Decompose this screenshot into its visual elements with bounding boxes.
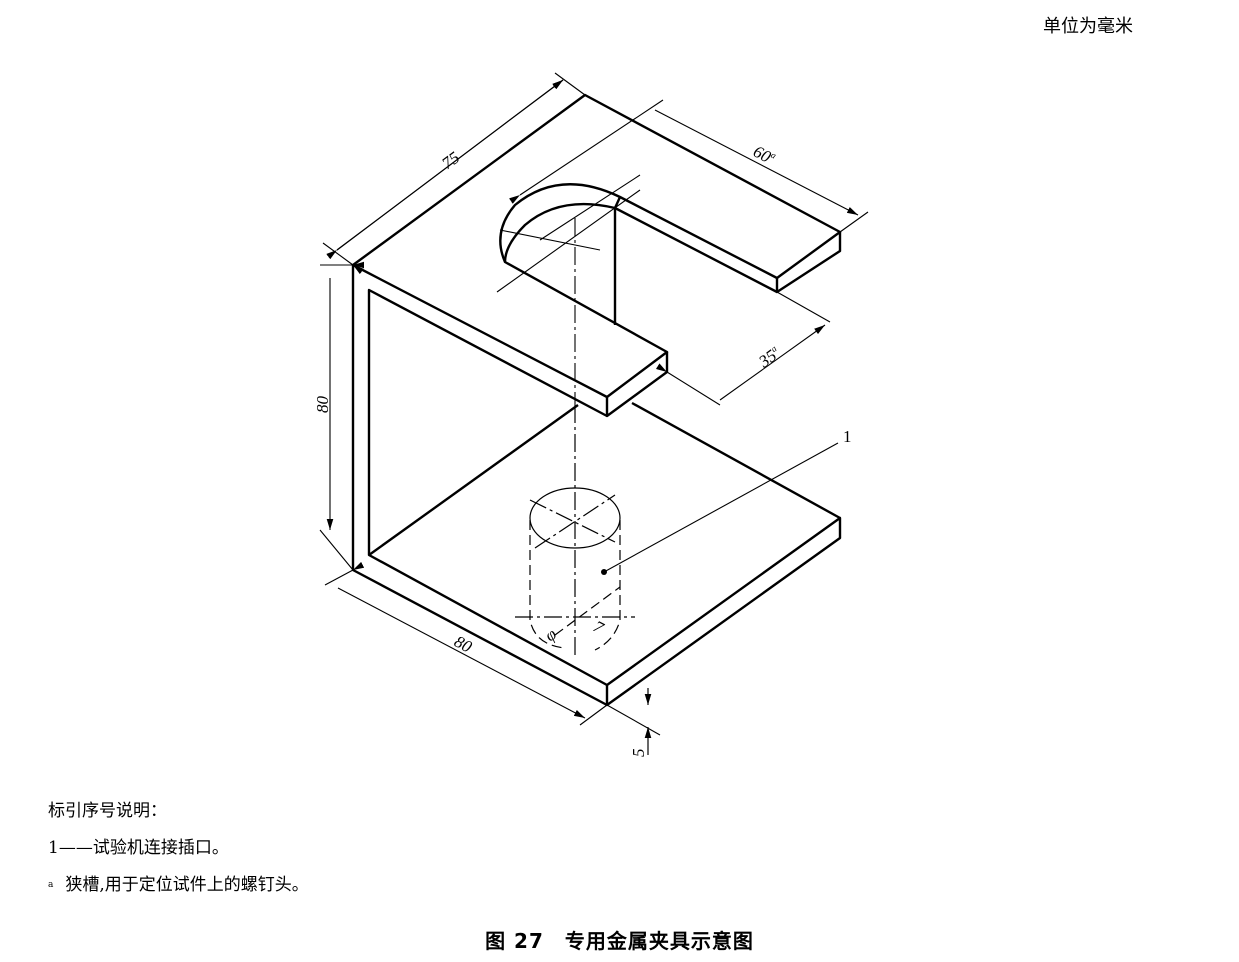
dimension-lines <box>320 73 868 755</box>
callout-label: 1 <box>843 427 852 446</box>
cylinder-port <box>515 405 635 655</box>
unit-note: 单位为毫米 <box>1043 16 1133 37</box>
figure-caption: 图 27 专用金属夹具示意图 <box>485 929 754 953</box>
legend-title: 标引序号说明： <box>48 801 167 821</box>
dim-60: 60a <box>750 142 778 169</box>
dim-80-height: 80 <box>313 396 332 414</box>
dim-5: 5 <box>629 749 648 758</box>
dim-80-base: 80 <box>451 632 475 657</box>
callout-dot <box>601 569 607 575</box>
fixture-outline <box>351 93 842 707</box>
dim-75: 75 <box>438 148 463 173</box>
legend-item-1: 1——试验机连接插口。 <box>48 838 229 858</box>
dim-cyl-depth: 7 <box>590 617 608 638</box>
